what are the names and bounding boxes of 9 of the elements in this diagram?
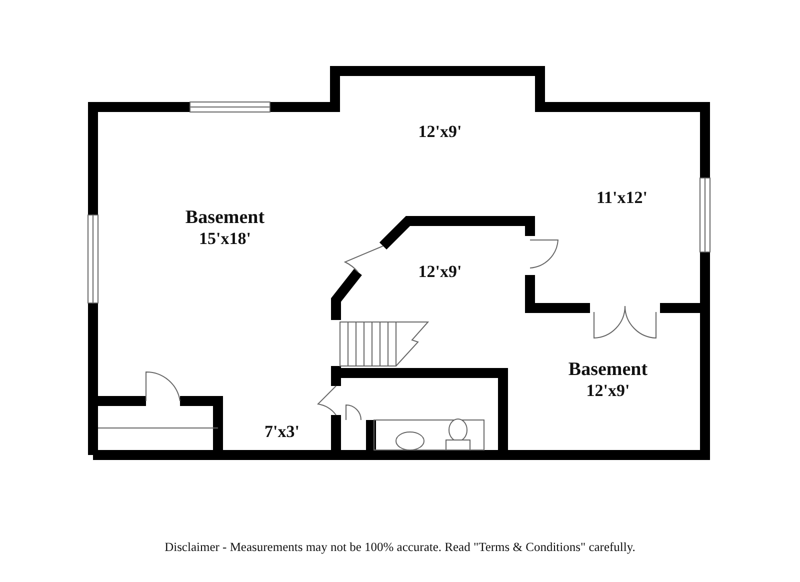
room-dimension: 12'x9' [418,122,462,142]
disclaimer-caption: Disclaimer - Measurements may not be 100% accurate. Read "Terms & Conditions" carefully. [164,540,636,555]
room-dimension: 15'x18' [199,229,251,249]
room-dimension: 11'x12' [596,188,648,208]
room-dimension: 7'x3' [264,422,300,442]
room-name: Basement [185,207,265,229]
room-dimension: 12'x9' [586,381,630,401]
room-name: Basement [568,359,648,381]
room-dimension: 12'x9' [418,262,462,282]
